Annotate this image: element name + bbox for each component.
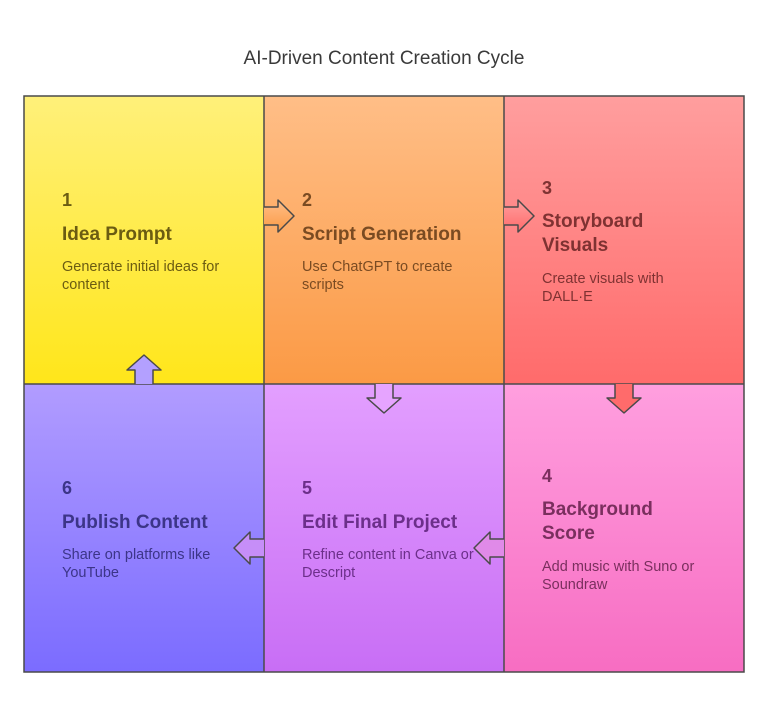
step-5: 5 Edit Final Project Refine content in C… [264,384,504,672]
arrow-down-icon [366,384,402,414]
cell-step-6 [24,384,264,672]
step-number: 4 [542,466,553,486]
step-number: 2 [302,190,313,210]
step-title: Publish Content [62,512,208,533]
diagram-title: AI-Driven Content Creation Cycle [243,48,525,69]
step-number: 6 [62,478,73,498]
step-1: 1 Idea Prompt Generate initial ideas for… [24,96,264,384]
cell-step-4 [504,384,744,672]
step-3: 3 Storyboard Visuals Create visuals with… [504,96,744,384]
cell-step-5 [264,384,504,672]
step-number: 3 [542,178,553,198]
step-number: 1 [62,190,73,210]
step-title: Background Score [542,499,653,544]
arrow-left-icon [473,531,504,565]
step-title: Edit Final Project [302,512,458,533]
step-description: Use ChatGPT to create scripts [302,259,453,293]
step-description: Refine content in Canva or Descript [302,547,474,581]
arrow-down-icon [606,384,642,414]
step-4: 4 Background Score Add music with Suno o… [504,384,744,672]
cell-step-3 [504,96,744,384]
step-description: Create visuals with DALL·E [542,271,664,305]
step-title: Storyboard Visuals [542,211,644,256]
step-6: 6 Publish Content Share on platforms lik… [24,384,264,672]
step-number: 5 [302,478,313,498]
step-title: Idea Prompt [62,224,172,245]
arrow-up-icon [126,354,162,384]
step-description: Add music with Suno or Soundraw [542,559,695,593]
arrow-left-icon [233,531,264,565]
arrow-right-icon [264,199,295,233]
cell-step-1 [24,96,264,384]
step-title: Script Generation [302,224,462,245]
step-description: Share on platforms like YouTube [62,547,211,581]
step-2: 2 Script Generation Use ChatGPT to creat… [264,96,504,384]
cell-step-2 [264,96,504,384]
step-description: Generate initial ideas for content [62,259,220,293]
arrow-right-icon [504,199,535,233]
